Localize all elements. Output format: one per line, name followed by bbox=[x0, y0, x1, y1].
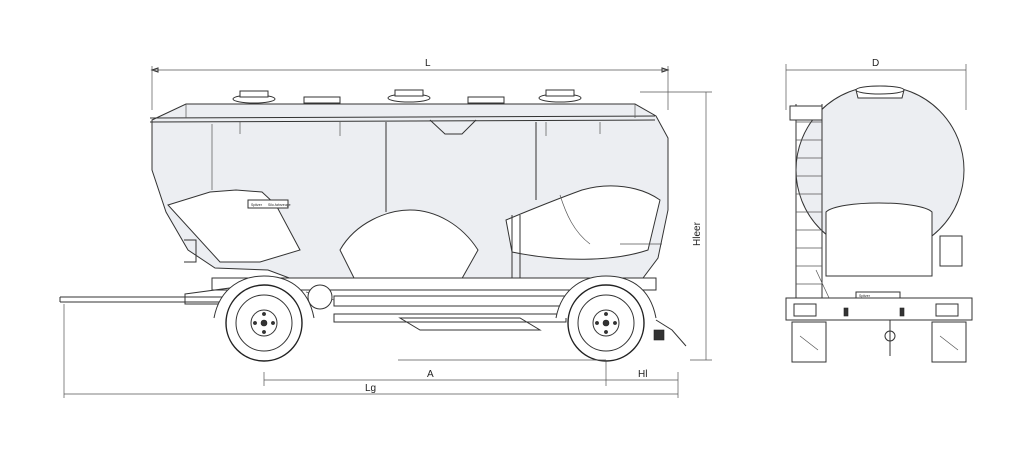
ladder bbox=[789, 104, 831, 301]
dim-label-empty-height: Hleer bbox=[692, 221, 703, 246]
rear-view-wheel-right bbox=[931, 321, 967, 363]
logo-text-right: Silo-fahrzeuge bbox=[268, 203, 291, 207]
silo-body: Spitzer Silo-fahrzeuge bbox=[149, 89, 669, 290]
rear-view-wheel-left bbox=[791, 321, 827, 363]
dim-label-width: D bbox=[872, 58, 879, 69]
side-view: Spitzer Silo-fahrzeuge bbox=[59, 58, 712, 398]
dim-label-axle-spacing: A bbox=[427, 369, 434, 380]
rear-coupling bbox=[655, 319, 687, 347]
manhole-lid-1 bbox=[232, 90, 276, 104]
rear-logo-text: Spitzer bbox=[859, 294, 871, 298]
manufacturer-logo bbox=[247, 199, 289, 209]
dim-line-width bbox=[785, 64, 967, 110]
rear-wheel bbox=[555, 275, 657, 362]
drawbar bbox=[59, 287, 231, 305]
dim-label-overall-length: L bbox=[425, 58, 431, 69]
dimension-lines bbox=[63, 66, 712, 398]
rear-view: Spitzer D bbox=[785, 58, 973, 363]
dim-label-rear-overhang: Hl bbox=[638, 369, 647, 380]
dim-label-drawbar-length: Lg bbox=[365, 383, 376, 394]
logo-text-left: Spitzer bbox=[251, 203, 263, 207]
front-wheel bbox=[213, 275, 315, 362]
chassis-frame bbox=[211, 277, 657, 331]
manhole-lid-3 bbox=[538, 89, 582, 103]
manhole-lid-2 bbox=[387, 89, 431, 103]
